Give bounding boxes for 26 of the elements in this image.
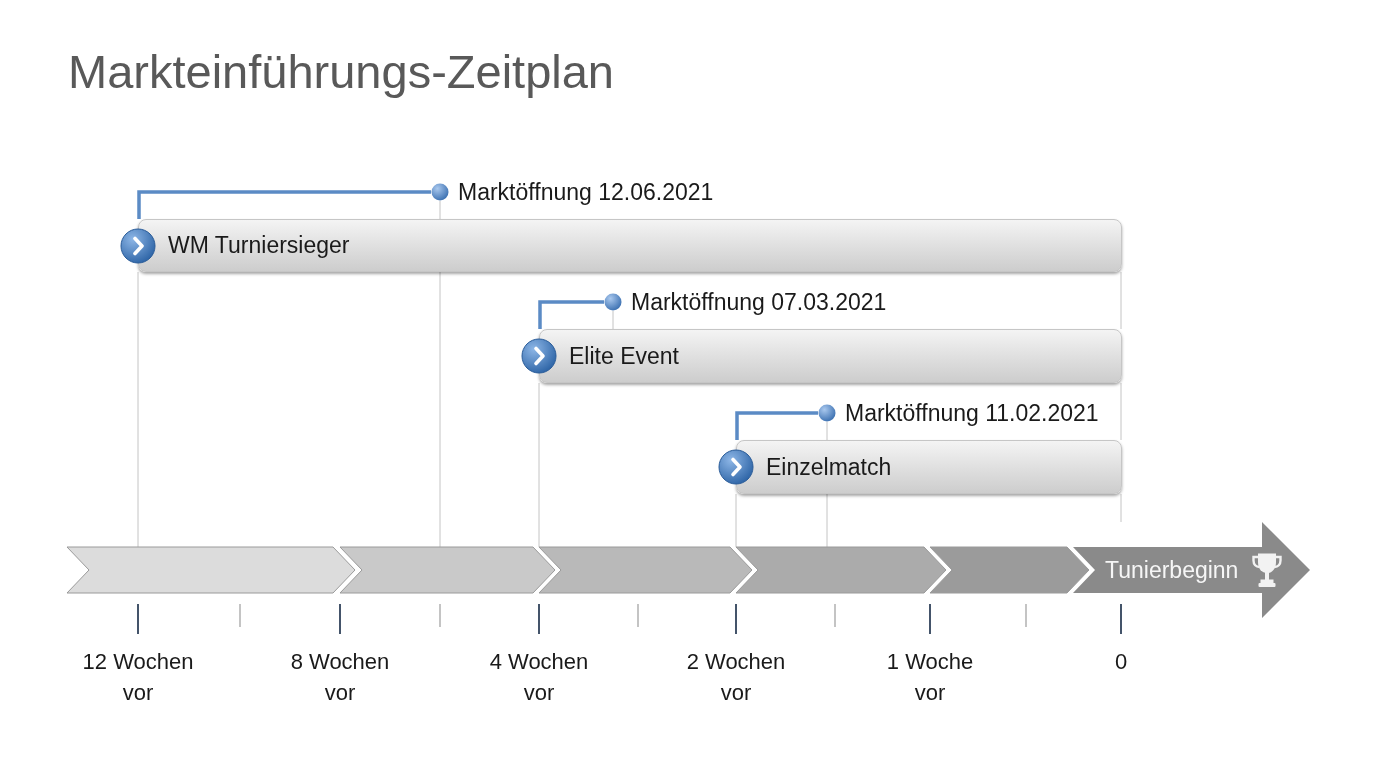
connector-line [137, 190, 431, 219]
chevron-segment [539, 547, 752, 593]
milestone-dot [604, 293, 622, 311]
arrow-label: Tunierbeginn [1105, 556, 1239, 585]
milestone-dot [818, 404, 836, 422]
milestone-dot [431, 183, 449, 201]
milestone-label: Marktöffnung 12.06.2021 [458, 178, 714, 207]
chevron-segment [736, 547, 946, 593]
title: Markteinführungs-Zeitplan [68, 45, 614, 99]
axis-label: 0 [1113, 648, 1129, 676]
milestone-label: Marktöffnung 07.03.2021 [631, 288, 887, 317]
axis-label: 12 Wochen vor [81, 648, 195, 707]
axis-label: 2 Wochen vor [685, 648, 787, 707]
milestone-label: Marktöffnung 11.02.2021 [845, 399, 1099, 428]
chevron-segment [930, 547, 1089, 593]
task-label: WM Turniersieger [168, 231, 350, 260]
chevron-segment [340, 547, 555, 593]
task-label: Einzelmatch [766, 453, 892, 482]
connector-line [735, 411, 818, 440]
axis-label: 4 Wochen vor [488, 648, 590, 707]
task-label: Elite Event [569, 342, 679, 371]
connector-line [538, 300, 604, 329]
axis-label: 8 Wochen vor [289, 648, 391, 707]
timeline-arrow [1073, 522, 1310, 618]
axis-label: 1 Woche vor [885, 648, 975, 707]
chevron-segment [67, 547, 355, 593]
